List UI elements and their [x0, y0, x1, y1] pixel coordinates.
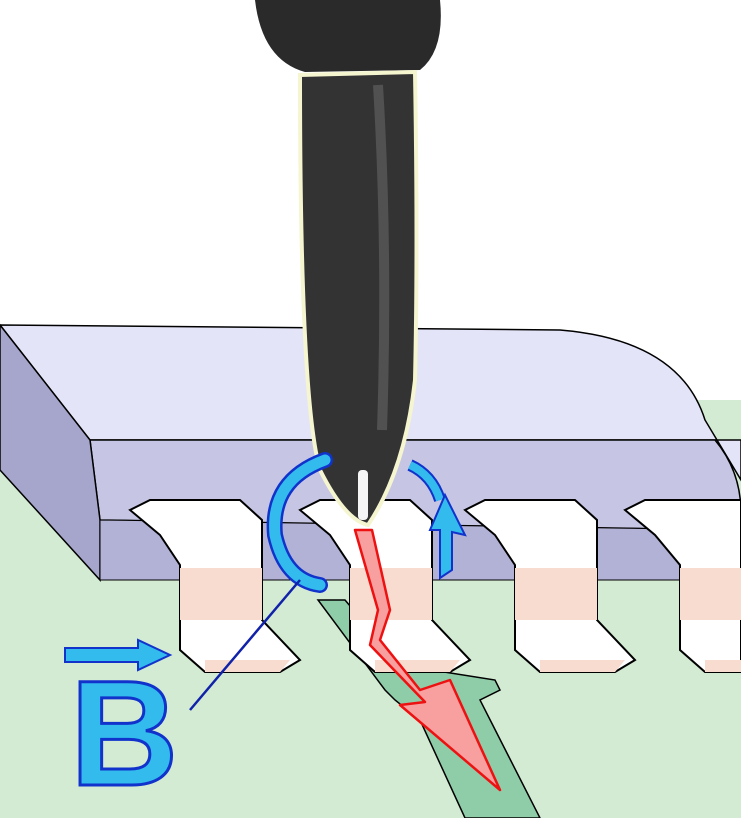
- probe: [255, 0, 441, 528]
- probe-tip: [358, 470, 368, 520]
- field-symbol-label: B: [70, 649, 178, 817]
- pin: [623, 499, 741, 673]
- field-circulation-arrow: [266, 452, 467, 593]
- current-arrow: [353, 528, 502, 792]
- pointer-line: [189, 579, 301, 711]
- probe-handle: [255, 0, 441, 72]
- pin: [463, 499, 637, 673]
- vector-arrow-icon: [64, 638, 173, 672]
